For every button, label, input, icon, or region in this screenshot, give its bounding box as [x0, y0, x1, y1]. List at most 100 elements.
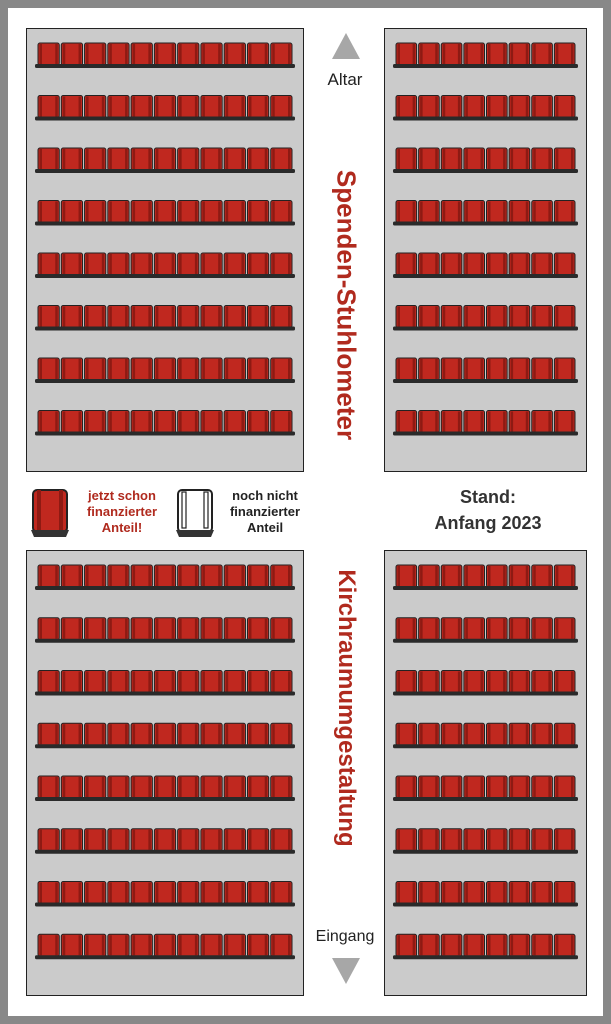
- chair: [463, 42, 485, 66]
- chair: [84, 828, 107, 852]
- chair: [177, 828, 200, 852]
- chair: [270, 410, 293, 433]
- chair: [246, 828, 270, 852]
- chair: [200, 305, 223, 328]
- chair: [107, 933, 130, 957]
- chair: [531, 670, 553, 693]
- row-bar: [393, 116, 578, 121]
- chair: [200, 881, 223, 904]
- chair: [84, 200, 107, 223]
- row-bar: [393, 274, 578, 278]
- row-bar: [35, 744, 295, 749]
- chair: [440, 828, 463, 852]
- chair: [107, 828, 130, 852]
- chair: [200, 357, 223, 381]
- chair: [37, 617, 60, 641]
- chair: [37, 828, 60, 852]
- chair: [246, 881, 270, 904]
- chair: [37, 410, 60, 433]
- chair: [531, 933, 553, 957]
- chair: [418, 147, 440, 171]
- row-bar: [35, 379, 295, 383]
- chair: [463, 722, 485, 746]
- chair: [37, 933, 60, 957]
- chair: [223, 933, 246, 957]
- chair: [508, 828, 531, 852]
- chair: [463, 147, 485, 171]
- chair: [246, 95, 270, 118]
- row-bar: [35, 274, 295, 278]
- chair: [107, 722, 130, 746]
- chair: [418, 670, 440, 693]
- chair: [84, 410, 107, 433]
- chair: [508, 617, 531, 641]
- chair: [553, 357, 576, 381]
- chair: [270, 617, 293, 641]
- block-top-left: [26, 28, 304, 472]
- chair: [107, 775, 130, 799]
- chair: [486, 617, 508, 641]
- chair: [246, 252, 270, 276]
- chair: [531, 722, 553, 746]
- row-bar: [393, 169, 578, 173]
- chair: [531, 147, 553, 171]
- row-bar: [35, 691, 295, 696]
- chair: [270, 42, 293, 66]
- chair: [177, 200, 200, 223]
- chair: [395, 617, 418, 641]
- legend-financed-text: jetzt schon finanzierter Anteil!: [86, 488, 158, 535]
- chair: [60, 305, 84, 328]
- chair: [153, 95, 177, 118]
- chair: [553, 200, 576, 223]
- chair: [246, 933, 270, 957]
- block-bottom-left-chairs: [35, 564, 295, 960]
- chair: [531, 357, 553, 381]
- row-bar: [35, 431, 295, 436]
- chair: [177, 305, 200, 328]
- chair: [107, 147, 130, 171]
- row-bar: [35, 797, 295, 801]
- chair: [130, 828, 153, 852]
- chair: [200, 564, 223, 588]
- chair: [418, 200, 440, 223]
- row-bar: [35, 169, 295, 173]
- chair: [60, 357, 84, 381]
- chair: [153, 775, 177, 799]
- chair: [223, 881, 246, 904]
- chair: [200, 95, 223, 118]
- chair: [177, 933, 200, 957]
- chair: [60, 42, 84, 66]
- chair: [531, 828, 553, 852]
- chair: [440, 200, 463, 223]
- row-bar: [35, 221, 295, 226]
- chair: [60, 617, 84, 641]
- chair: [107, 881, 130, 904]
- chair: [130, 252, 153, 276]
- chair: [508, 933, 531, 957]
- chair: [60, 933, 84, 957]
- chair: [395, 410, 418, 433]
- row-bar: [393, 955, 578, 960]
- chair: [84, 564, 107, 588]
- row-bar: [393, 744, 578, 749]
- chair: [153, 881, 177, 904]
- chair: [508, 357, 531, 381]
- chair: [553, 95, 576, 118]
- chair: [200, 670, 223, 693]
- chair: [440, 775, 463, 799]
- chair: [153, 617, 177, 641]
- chair: [84, 933, 107, 957]
- chair: [246, 200, 270, 223]
- chair: [153, 670, 177, 693]
- chair: [84, 881, 107, 904]
- chair: [418, 775, 440, 799]
- chair: [200, 252, 223, 276]
- chair: [270, 564, 293, 588]
- chair: [177, 410, 200, 433]
- chair: [246, 722, 270, 746]
- chair: [508, 722, 531, 746]
- chair: [177, 147, 200, 171]
- chair: [395, 881, 418, 904]
- chair: [60, 775, 84, 799]
- chair: [107, 410, 130, 433]
